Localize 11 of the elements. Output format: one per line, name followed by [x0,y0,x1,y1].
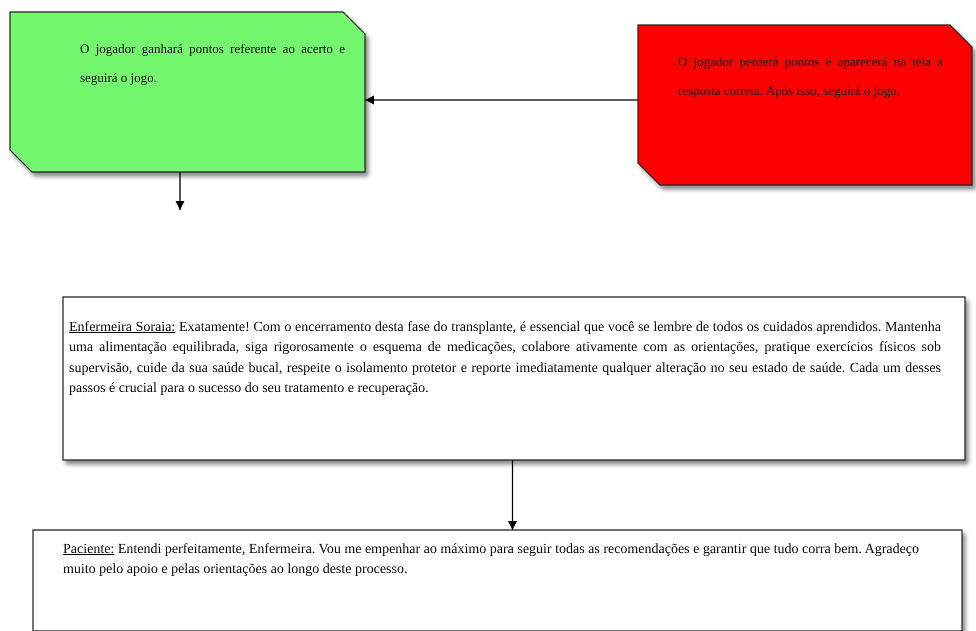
dialogue-text: Paciente: Entendi perfeitamente, Enfermeira. Vou me empenhar ao máximo para seguir todas as recomendações e garantir que tudo corra bem. Agradeço muito pelo apoio e pelas orientações ao longo deste processo. [63,541,919,580]
arrow [365,96,638,104]
dialogue-text: O jogador perderá pontos e aparecerá na tela a resposta correta. Após isso, seguirá o jogo. [678,53,943,100]
arrow [176,172,184,210]
dialogue-box [63,297,965,460]
dialogue-text: Enfermeira Soraia: Exatamente! Com o encerramento desta fase do transplante, é essencial que você se lembre de todos os cuidados aprendidos. Mantenha uma alimentação equilibrada, siga rigorosamente o esquema de medicações, colabore ativamente com as orientações, pratique exercícios físicos sob supervisão, cuide da sua saúde bucal, respeite o isolamento protetor e reporte imediatamente qualquer alteração no seu estado de saúde. Cada um desses passos é crucial para o sucesso do seu tratamento e recuperação. [69,319,941,398]
snipped-corner-box [638,25,972,185]
arrow [508,460,517,530]
dialogue-box [33,530,962,631]
dialogue-text: O jogador ganhará pontos referente ao acerto e seguirá o jogo. [80,40,345,88]
snipped-corner-box [10,12,365,172]
